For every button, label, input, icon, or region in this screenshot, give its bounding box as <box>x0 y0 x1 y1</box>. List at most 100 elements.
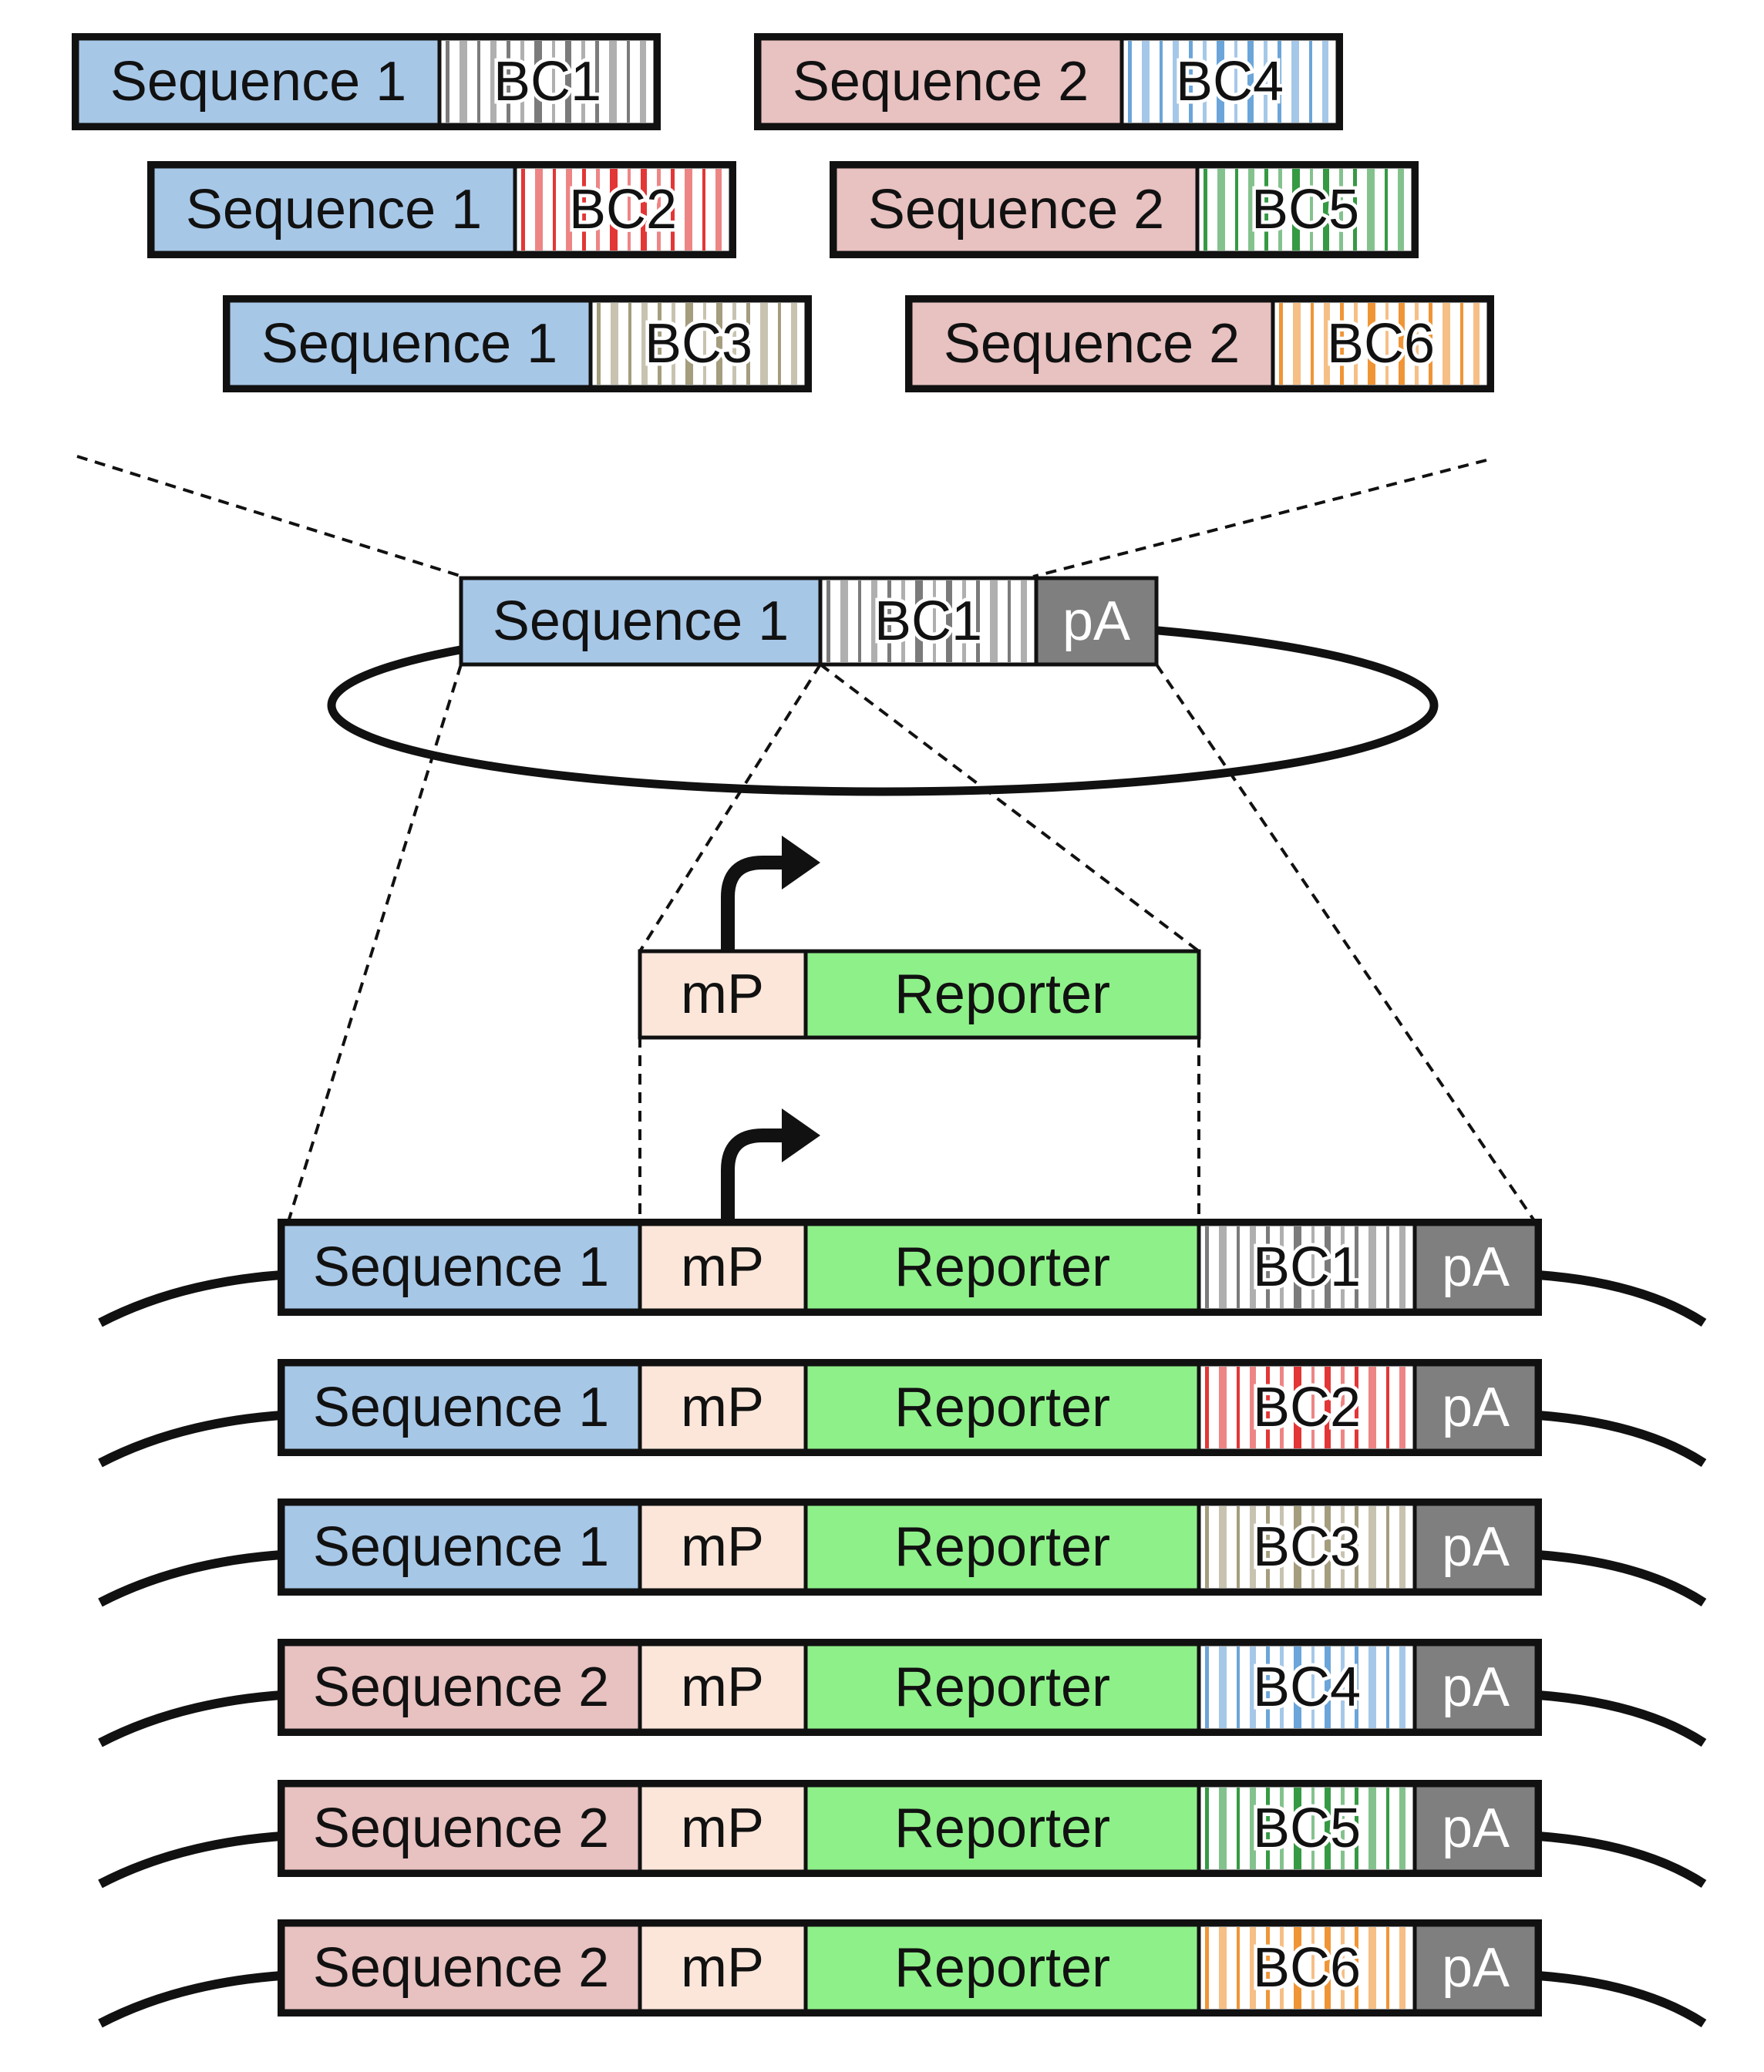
polya-segment <box>1412 1642 1539 1733</box>
barcode-stripe <box>1266 1226 1270 1308</box>
genomic-flank-left <box>98 1971 282 2028</box>
barcode-segment: BC2 <box>513 164 733 255</box>
barcode-stripe <box>1294 1226 1301 1308</box>
polya-label: pA <box>1442 1377 1510 1438</box>
promoter-segment <box>638 1642 808 1733</box>
polya-label: pA <box>1062 590 1130 652</box>
barcode-stripe <box>1324 303 1330 385</box>
barcode-stripe <box>1355 1367 1358 1448</box>
barcode-stripe <box>1325 1646 1331 1728</box>
barcode-stripe <box>1205 1367 1209 1448</box>
barcode-stripe <box>732 303 736 385</box>
barcode-stripe <box>1325 1506 1331 1588</box>
barcode-segment: BC1 <box>437 36 658 127</box>
barcode-stripe <box>1205 1226 1209 1308</box>
barcode-stripe <box>553 169 556 251</box>
barcode-stripe <box>1008 580 1011 662</box>
sequence-label: Sequence 2 <box>313 1937 609 1999</box>
barcode-stripe <box>1339 169 1343 251</box>
dashed-line <box>819 663 1200 953</box>
sequence-segment <box>226 298 593 389</box>
dashed-connector-lines <box>76 455 1538 1226</box>
barcode-stripe <box>1386 1506 1389 1588</box>
barcode-stripe <box>521 169 525 251</box>
barcode-stripe <box>628 303 631 385</box>
barcode-stripe <box>791 303 797 385</box>
genomic-flank-right <box>1537 1550 1707 1607</box>
barcode-stripe <box>976 580 980 662</box>
barcode-stripe <box>1399 1927 1405 2009</box>
barcode-stripe <box>871 580 877 662</box>
promoter-label: mP <box>681 1236 764 1298</box>
barcode-segment: BC3 <box>588 298 809 389</box>
barcode-stripe <box>581 41 585 123</box>
barcode-stripe <box>826 580 830 662</box>
barcode-stripe <box>1355 1646 1358 1728</box>
barcode-stripe <box>641 169 647 251</box>
barcode-stripe <box>1311 1788 1315 1869</box>
barcode-stripe <box>1219 1646 1227 1728</box>
barcode-segment: BC6 <box>1197 1922 1417 2013</box>
barcode-stripe <box>1250 1788 1256 1869</box>
barcode-stripe <box>490 41 497 123</box>
barcode-stripe <box>1311 1506 1315 1588</box>
barcode-stripe <box>1325 1927 1331 2009</box>
reporter-label: Reporter <box>894 1236 1110 1298</box>
barcode-stripe <box>1386 1226 1389 1308</box>
genomic-flank-right <box>1537 1971 1707 2028</box>
genomic-flank-right <box>1537 1832 1707 1889</box>
barcode-label: BC4 <box>1176 51 1284 113</box>
barcode-stripe <box>933 580 936 662</box>
barcode-stripe <box>1311 1646 1315 1728</box>
barcode-stripe <box>1142 41 1150 123</box>
barcode-stripe <box>703 303 706 385</box>
barcode-label: BC1 <box>493 51 601 113</box>
promoter-segment <box>638 1222 808 1313</box>
genomic-flank-right <box>1537 1411 1707 1468</box>
barcode-stripe <box>1264 41 1267 123</box>
barcode-stripe <box>520 41 524 123</box>
genomic-flank-right <box>1537 1690 1707 1747</box>
sequence-segment <box>281 1362 642 1453</box>
barcode-stripe <box>887 580 891 662</box>
barcode-stripe <box>1250 1506 1256 1588</box>
dashed-line <box>1032 459 1487 578</box>
barcode-stripe <box>1219 1927 1227 2009</box>
dashed-line <box>1155 663 1538 1226</box>
barcode-stripe <box>627 41 630 123</box>
promoter-arrow-icon <box>721 1108 820 1224</box>
library-construct: Sequence 1 BC3 <box>223 295 812 392</box>
barcode-stripe <box>1021 580 1027 662</box>
barcode-stripe <box>671 169 675 251</box>
barcode-stripe <box>1310 169 1313 251</box>
polya-segment <box>1412 1362 1539 1453</box>
dashed-line <box>286 664 463 1225</box>
barcode-stripe <box>552 41 555 123</box>
barcode-stripe <box>1399 303 1405 385</box>
barcode-stripe <box>1341 1646 1345 1728</box>
barcode-stripe <box>1309 41 1312 123</box>
barcode-stripe <box>1294 1927 1301 2009</box>
polya-label: pA <box>1442 1798 1510 1859</box>
sequence-label: Sequence 1 <box>261 313 557 375</box>
barcode-stripe <box>746 303 750 385</box>
barcode-stripe <box>672 303 675 385</box>
barcode-stripe <box>915 580 923 662</box>
barcode-stripe <box>1355 1788 1358 1869</box>
barcode-stripe <box>858 580 861 662</box>
dashed-line <box>638 663 822 953</box>
barcode-stripe <box>1234 41 1237 123</box>
barcode-stripe <box>460 41 467 123</box>
barcode-stripe <box>1311 303 1314 385</box>
barcode-stripe <box>1385 169 1388 251</box>
dashed-line <box>76 455 463 578</box>
barcode-stripe <box>1341 1788 1345 1869</box>
barcode-stripe <box>1293 303 1301 385</box>
barcode-stripe <box>1354 303 1358 385</box>
barcode-stripe <box>1237 1646 1240 1728</box>
barcode-stripe <box>611 303 618 385</box>
